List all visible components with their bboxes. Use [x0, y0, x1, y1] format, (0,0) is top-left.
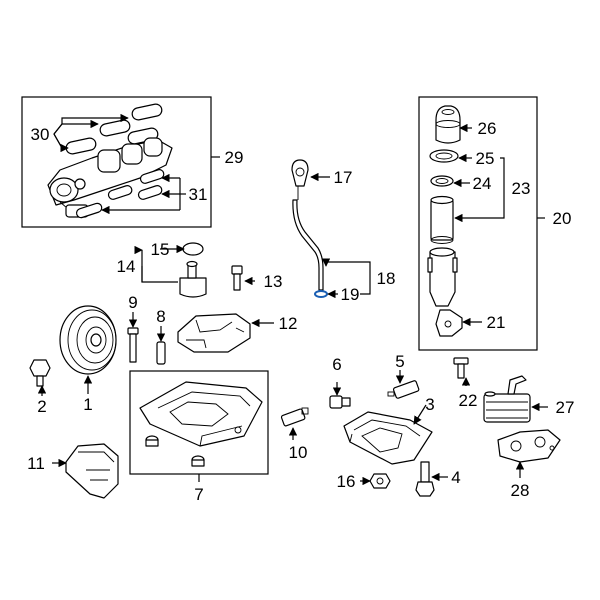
callout-31[interactable]: 31	[189, 185, 208, 204]
callout-11[interactable]: 11	[27, 454, 45, 473]
callout-17[interactable]: 17	[334, 168, 353, 187]
oil-level-sensor[interactable]	[280, 407, 309, 427]
dipstick-tube-o-ring[interactable]	[314, 290, 328, 298]
callout-21[interactable]: 21	[487, 313, 506, 332]
engine-mount-bracket[interactable]	[65, 443, 119, 499]
filter-cap-o-ring-upper[interactable]	[429, 149, 459, 163]
oil-filter-box	[418, 96, 538, 351]
stud-bolt-9[interactable]	[127, 327, 139, 363]
callout-16[interactable]: 16	[337, 472, 356, 491]
drain-plug-6[interactable]	[329, 395, 351, 409]
callout-22[interactable]: 22	[459, 391, 478, 410]
intake-manifold-group	[21, 96, 220, 228]
callout-10[interactable]: 10	[289, 443, 308, 462]
oil-pan-plug-7b[interactable]	[191, 455, 205, 467]
callout-8[interactable]: 8	[156, 307, 165, 326]
callout-25[interactable]: 25	[476, 149, 495, 168]
callout-23[interactable]: 23	[512, 179, 531, 198]
lower-oil-pan[interactable]	[343, 411, 433, 465]
intake-manifold[interactable]	[47, 137, 173, 218]
bolt-13[interactable]	[231, 265, 243, 291]
callout-27[interactable]: 27	[556, 398, 575, 417]
callout-9[interactable]: 9	[128, 293, 137, 312]
oil-cooler-gasket[interactable]	[497, 429, 561, 463]
oil-dipstick[interactable]	[291, 159, 309, 200]
callout-4[interactable]: 4	[451, 468, 460, 487]
oil-pan-plug-7a[interactable]	[145, 435, 159, 447]
callout-30[interactable]: 30	[31, 125, 50, 144]
drain-plug-nut[interactable]	[369, 473, 391, 489]
callout-14[interactable]: 14	[117, 257, 136, 276]
callout-2[interactable]: 2	[37, 397, 46, 416]
bolt-22[interactable]	[453, 357, 469, 379]
oil-pressure-switch[interactable]	[387, 380, 420, 399]
callout-24[interactable]: 24	[473, 174, 492, 193]
filter-cap-o-ring-lower[interactable]	[430, 175, 454, 187]
callout-29[interactable]: 29	[225, 148, 244, 167]
callout-15[interactable]: 15	[151, 240, 170, 259]
pcv-valve[interactable]	[179, 260, 207, 298]
callout-26[interactable]: 26	[478, 119, 497, 138]
callout-20[interactable]: 20	[553, 209, 572, 228]
callout-19[interactable]: 19	[341, 285, 360, 304]
intake-manifold-box	[21, 96, 212, 228]
oil-filter-element[interactable]	[430, 195, 454, 244]
callout-12[interactable]: 12	[279, 314, 298, 333]
intake-gasket-lower[interactable]	[75, 168, 165, 219]
callout-28[interactable]: 28	[511, 481, 530, 500]
crankshaft-pulley[interactable]	[59, 305, 117, 375]
oil-filter-housing[interactable]	[427, 247, 458, 307]
dipstick-tube[interactable]	[292, 199, 324, 291]
breather-o-ring[interactable]	[182, 242, 204, 256]
dowel-pin-8[interactable]	[156, 341, 166, 365]
callout-3[interactable]: 3	[425, 395, 434, 414]
pulley-bolt[interactable]	[29, 359, 51, 387]
callout-5[interactable]: 5	[395, 352, 404, 371]
callout-13[interactable]: 13	[264, 272, 283, 291]
callout-1[interactable]: 1	[83, 395, 92, 414]
oil-cooler[interactable]	[483, 375, 531, 423]
callout-7[interactable]: 7	[194, 485, 203, 504]
stud-bolt-4[interactable]	[415, 461, 435, 497]
oil-filter-group	[418, 96, 545, 351]
upper-oil-pan-group	[129, 370, 269, 482]
upper-oil-pan[interactable]	[139, 381, 263, 447]
callout-18[interactable]: 18	[377, 269, 396, 288]
filter-cap[interactable]	[435, 105, 461, 144]
callout-labels: 1 2 3 4 5 6 7 8 9 10 11 12 13 14 15 16 1…	[27, 119, 574, 504]
filter-housing-bracket[interactable]	[435, 309, 463, 337]
oil-pan-baffle[interactable]	[177, 313, 251, 353]
callout-6[interactable]: 6	[332, 355, 341, 374]
